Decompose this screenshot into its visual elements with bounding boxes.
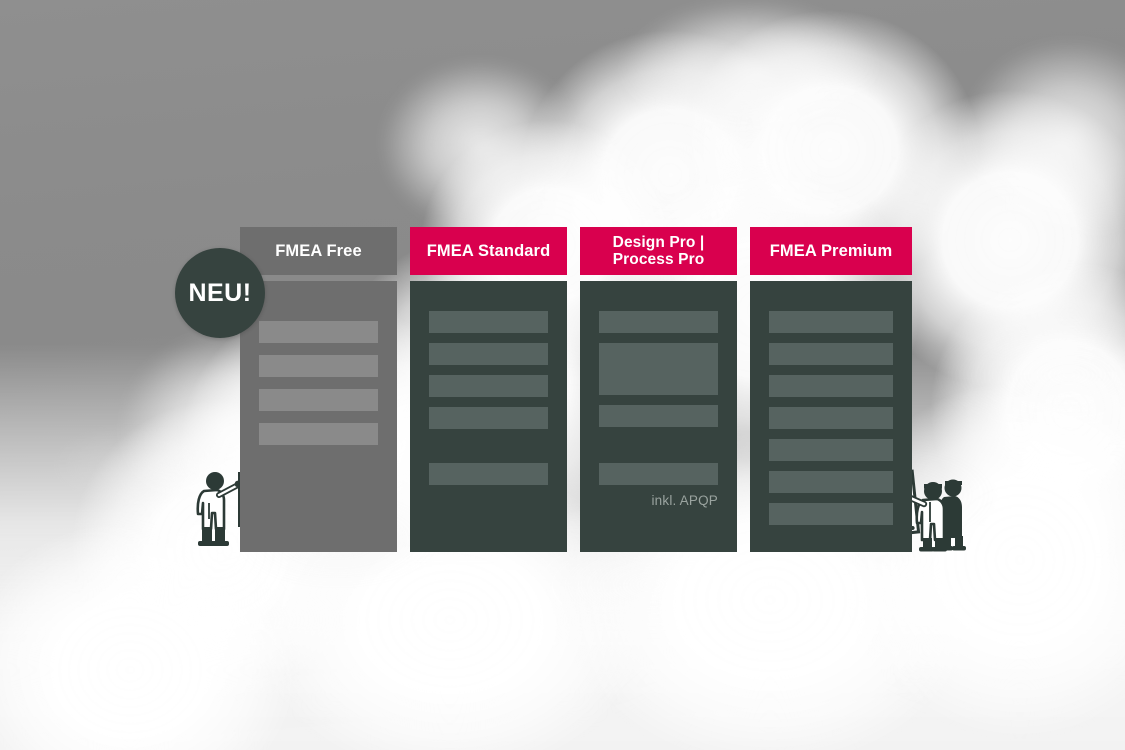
feature-bar — [259, 321, 378, 343]
feature-bar — [769, 439, 893, 461]
feature-bar — [429, 343, 548, 365]
feature-bar — [769, 407, 893, 429]
feature-bar — [259, 423, 378, 445]
feature-bar — [599, 463, 718, 485]
plan-header-fmea-premium: FMEA Premium — [750, 227, 912, 275]
plan-title-design-pro-process-pro: Design Pro | Process Pro — [613, 234, 705, 269]
feature-bar — [429, 407, 548, 429]
feature-bar — [599, 311, 718, 333]
plan-title-line-1: Design Pro | — [612, 233, 705, 251]
plan-title-fmea-free: FMEA Free — [275, 241, 362, 260]
feature-bar — [599, 343, 718, 395]
plan-column-fmea-premium[interactable]: FMEA Premium — [750, 227, 912, 552]
neu-badge: NEU! — [175, 248, 265, 338]
feature-bar — [769, 311, 893, 333]
plan-title-fmea-standard: FMEA Standard — [426, 241, 551, 260]
feature-bar — [259, 355, 378, 377]
plan-header-design-pro-process-pro: Design Pro | Process Pro — [580, 227, 737, 275]
plan-header-fmea-free: FMEA Free — [240, 227, 397, 275]
plan-body-fmea-standard — [410, 281, 567, 552]
plan-column-design-pro-process-pro[interactable]: Design Pro | Process Pro inkl. APQP — [580, 227, 737, 552]
plan-column-fmea-standard[interactable]: FMEA Standard — [410, 227, 567, 552]
feature-bar — [429, 463, 548, 485]
feature-bar — [259, 389, 378, 411]
plan-body-fmea-free — [240, 281, 397, 552]
apqp-note: inkl. APQP — [651, 493, 718, 508]
feature-bar — [769, 471, 893, 493]
plan-title-line-2: Process Pro — [612, 251, 705, 268]
feature-bar — [769, 503, 893, 525]
neu-badge-label: NEU! — [188, 278, 252, 307]
plan-columns: FMEA Free FMEA Standard — [240, 227, 912, 552]
feature-bar — [769, 375, 893, 397]
plan-body-fmea-premium — [750, 281, 912, 552]
feature-bar — [429, 375, 548, 397]
feature-bar — [599, 405, 718, 427]
plan-body-design-pro-process-pro: inkl. APQP — [580, 281, 737, 552]
plan-title-fmea-premium: FMEA Premium — [769, 241, 893, 260]
feature-bar — [769, 343, 893, 365]
plan-column-fmea-free[interactable]: FMEA Free — [240, 227, 397, 552]
plan-header-fmea-standard: FMEA Standard — [410, 227, 567, 275]
feature-bar — [429, 311, 548, 333]
